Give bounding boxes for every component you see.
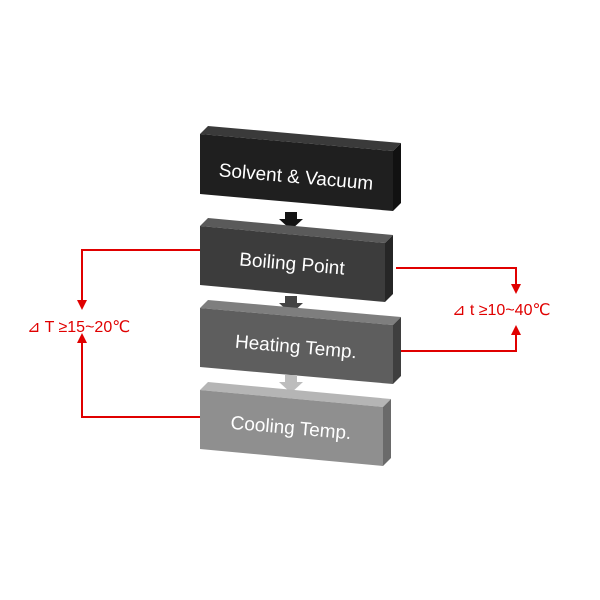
block-side-face <box>385 235 393 302</box>
block-cooling-temp: Cooling Temp. <box>200 382 391 466</box>
left-arrow-from-cooling-temp <box>77 333 200 418</box>
right-arrow-from-heating-temp <box>401 325 521 352</box>
down-arrow-icon <box>279 212 303 230</box>
down-arrow-icon <box>279 375 303 393</box>
right-delta-annotation: ⊿ t ≥10~40℃ <box>396 267 550 352</box>
connector-arrow <box>279 296 303 314</box>
block-front-face <box>200 308 393 384</box>
block-front-face <box>200 134 393 211</box>
right-delta-label: ⊿ t ≥10~40℃ <box>452 302 550 319</box>
block-side-face <box>383 399 391 466</box>
block-top-face <box>200 300 401 325</box>
block-top-face <box>200 126 401 151</box>
block-solvent-vacuum: Solvent & Vacuum <box>200 126 401 211</box>
connector-arrow <box>279 212 303 230</box>
block-side-face <box>393 317 401 384</box>
block-top-face <box>200 218 393 243</box>
left-delta-label: ⊿ T ≥15~20℃ <box>27 319 130 336</box>
connector-arrow <box>279 375 303 393</box>
left-arrow-from-boiling-point <box>77 249 200 310</box>
block-front-face <box>200 390 383 466</box>
block-boiling-point: Boiling Point <box>200 218 393 302</box>
right-arrow-from-boiling-point <box>396 267 521 294</box>
block-front-face <box>200 226 385 302</box>
block-top-face <box>200 382 391 407</box>
down-arrow-icon <box>279 296 303 314</box>
block-heating-temp: Heating Temp. <box>200 300 401 384</box>
block-side-face <box>393 143 401 211</box>
left-delta-annotation: ⊿ T ≥15~20℃ <box>27 249 200 418</box>
